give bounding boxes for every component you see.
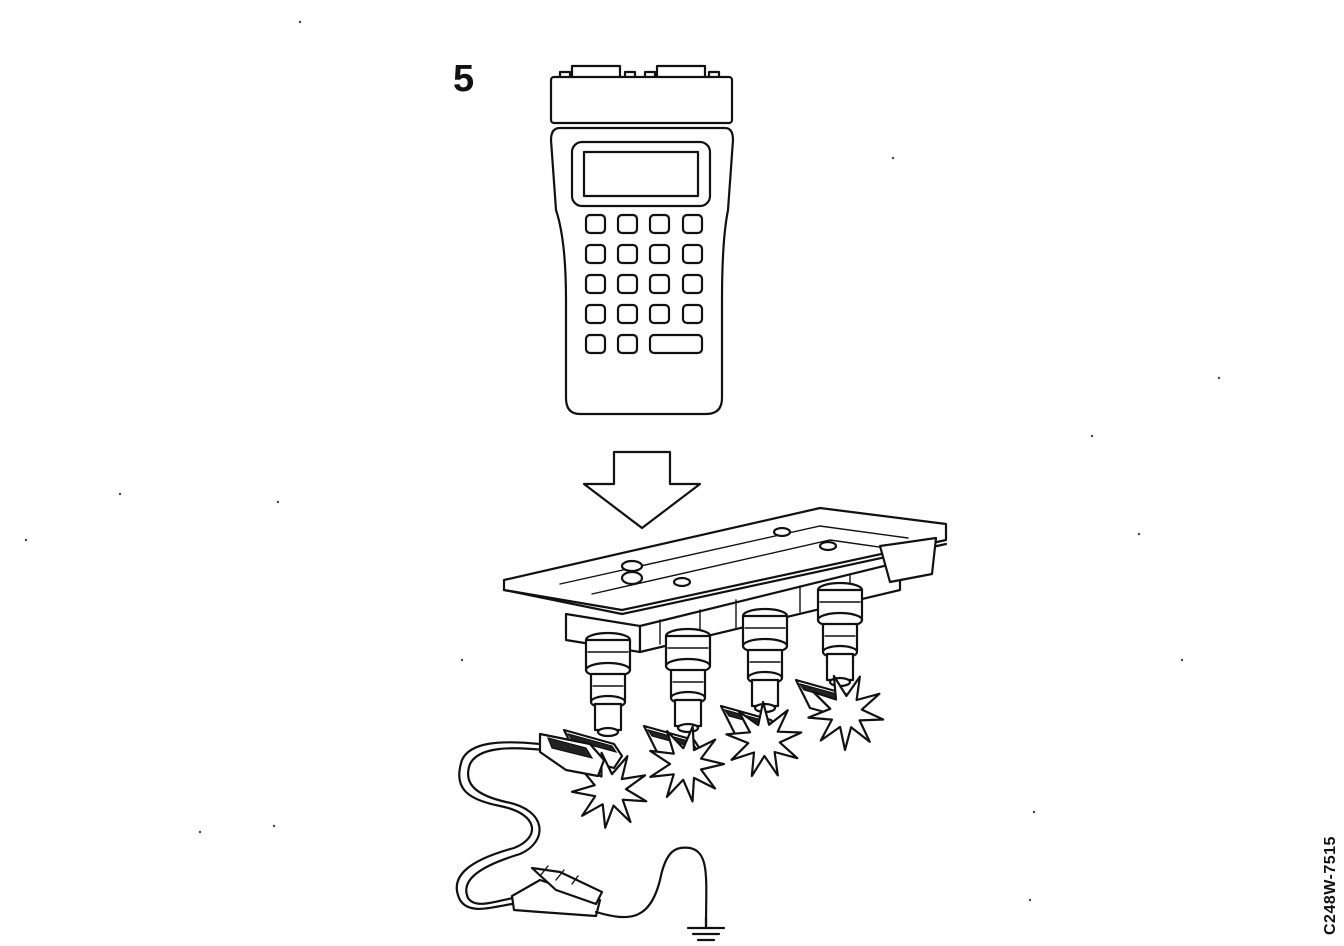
keypad [584,213,704,355]
keypad-key [681,273,704,295]
keypad-key [681,243,704,265]
figure-code: C248W-7515 [1322,836,1339,935]
ground-symbol-icon [686,916,726,942]
keypad-key [584,303,607,325]
keypad-key [616,333,639,355]
keypad-key [616,303,639,325]
keypad-key [584,213,607,235]
keypad-key [681,213,704,235]
keypad-key [648,243,671,265]
keypad-key [584,273,607,295]
scan-tool-icon [549,64,735,416]
ignition-coil-pack-icon [502,506,948,829]
spark-icon [649,725,726,803]
keypad-key-wide [648,333,704,355]
spark-icon [807,674,885,752]
down-arrow-icon [582,450,702,530]
spark-icon [570,751,648,829]
keypad-key [584,333,607,355]
test-lead-clip-icon [455,732,708,928]
keypad-key [616,213,639,235]
spark-icon [725,700,803,778]
keypad-key [648,303,671,325]
ignition-coil [562,631,632,770]
keypad-key [616,243,639,265]
keypad-key [616,273,639,295]
step-number: 5 [453,58,475,100]
keypad-key [648,213,671,235]
keypad-key [648,273,671,295]
keypad-key [681,303,704,325]
scan-specks [24,20,1221,902]
keypad-key [584,243,607,265]
